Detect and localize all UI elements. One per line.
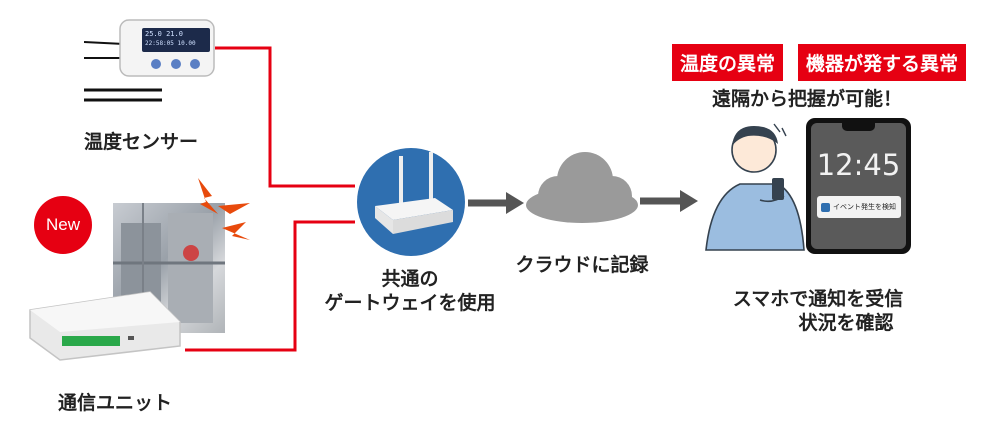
phone-notch	[842, 123, 875, 131]
alert-tag-equipment: 機器が発する異常	[798, 44, 967, 81]
cloud-label: クラウドに記録	[515, 254, 649, 276]
factory-photo	[113, 203, 225, 333]
new-badge: New	[34, 196, 92, 254]
new-badge-text: New	[45, 215, 80, 234]
sensor-connector-line	[215, 46, 355, 188]
notification-text: イベント発生を検知	[833, 203, 896, 211]
unit-label: 通信ユニット	[58, 392, 173, 414]
gateway-label-line1: 共通の	[381, 268, 439, 290]
sensor-label: 温度センサー	[84, 131, 199, 153]
smartphone-screen	[811, 123, 906, 249]
temperature-sensor: 25.0 21.0 22:58:05 10.00	[84, 14, 219, 104]
gateway-circle	[357, 148, 465, 256]
notification-app-icon	[821, 202, 830, 212]
sensor-screen-line2: 22:58:05 10.00	[145, 40, 196, 47]
smartphone: 12:45 イベント発生を検知	[806, 118, 911, 254]
phone-clock: 12:45	[816, 148, 901, 182]
gateway-label-line2: ゲートウェイを使用	[324, 292, 496, 314]
alert-subtitle: 遠隔から把握が可能！	[712, 88, 903, 110]
arrow-to-phone	[640, 190, 698, 212]
router-icon	[375, 152, 453, 234]
alert-tag-temperature: 温度の異常	[672, 44, 784, 81]
unit-connector-line	[185, 220, 355, 352]
arrow-to-cloud	[468, 192, 524, 214]
phone-notification: イベント発生を検知	[817, 196, 901, 218]
phone-caption-line2: 状況を確認	[798, 312, 894, 334]
sensor-screen-line1: 25.0 21.0	[145, 30, 183, 38]
communication-unit	[20, 282, 185, 362]
phone-caption-line1: スマホで通知を受信	[732, 288, 904, 310]
